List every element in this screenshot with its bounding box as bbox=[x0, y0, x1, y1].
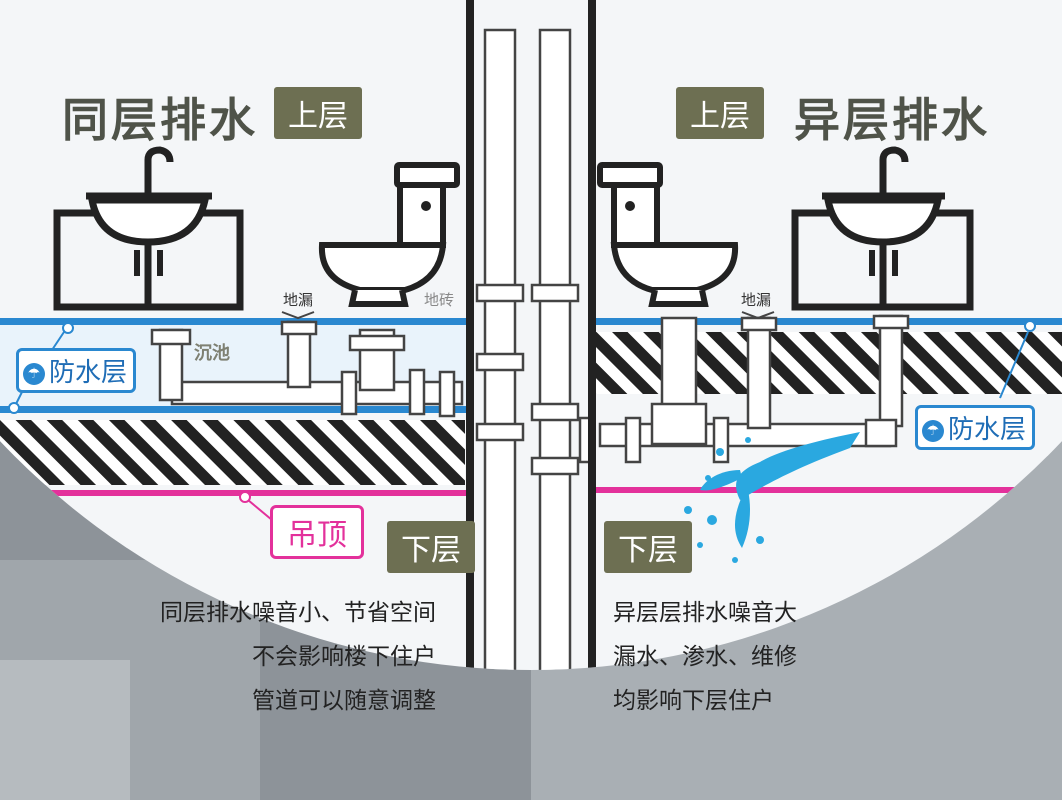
right-desc-1: 异层层排水噪音大 bbox=[613, 600, 797, 626]
sunken-pit-label: 沉池 bbox=[194, 343, 230, 364]
right-ceiling-line bbox=[596, 487, 1062, 493]
right-upper-tag: 上层 bbox=[676, 87, 764, 139]
left-ceiling-line bbox=[0, 490, 470, 496]
right-desc-3: 均影响下层住户 bbox=[613, 688, 774, 714]
left-upper-tag: 上层 bbox=[274, 87, 362, 139]
left-waterproof-bottom bbox=[0, 406, 470, 413]
right-sink-icon bbox=[791, 146, 974, 311]
right-waterproof-label: ☂防水层 bbox=[915, 405, 1036, 450]
left-desc-3: 管道可以随意调整 bbox=[252, 688, 436, 714]
umbrella-icon: ☂ bbox=[922, 419, 944, 442]
umbrella-icon: ☂ bbox=[23, 362, 45, 385]
left-waterproof-text: 防水层 bbox=[49, 358, 128, 388]
ceiling-label: 吊顶 bbox=[270, 505, 364, 559]
right-toilet-icon bbox=[597, 162, 739, 307]
left-title: 同层排水 bbox=[62, 93, 258, 147]
right-desc-2: 漏水、渗水、维修 bbox=[613, 644, 797, 670]
right-title: 异层排水 bbox=[794, 93, 990, 147]
left-toilet-icon bbox=[318, 162, 460, 307]
left-drain-pipes bbox=[150, 320, 464, 418]
right-waterproof-top bbox=[596, 318, 1062, 325]
left-floor-drain-label: 地漏 bbox=[283, 291, 314, 309]
left-waterproof-top bbox=[0, 318, 470, 325]
right-floor-drain-label: 地漏 bbox=[741, 291, 772, 309]
right-drain-pipes bbox=[578, 314, 910, 464]
left-waterproof-label: ☂防水层 bbox=[16, 348, 137, 393]
left-lower-tag: 下层 bbox=[387, 521, 475, 573]
left-desc-1: 同层排水噪音小、节省空间 bbox=[160, 600, 436, 626]
water-leak-icon bbox=[684, 432, 860, 563]
left-slab-hatch bbox=[0, 420, 465, 485]
right-lower-tag: 下层 bbox=[604, 521, 692, 573]
vertical-stack-pipe bbox=[475, 28, 580, 670]
left-sink-icon bbox=[53, 146, 244, 311]
right-waterproof-text: 防水层 bbox=[948, 415, 1027, 445]
tile-label: 地砖 bbox=[424, 291, 455, 309]
left-desc-2: 不会影响楼下住户 bbox=[252, 644, 436, 670]
